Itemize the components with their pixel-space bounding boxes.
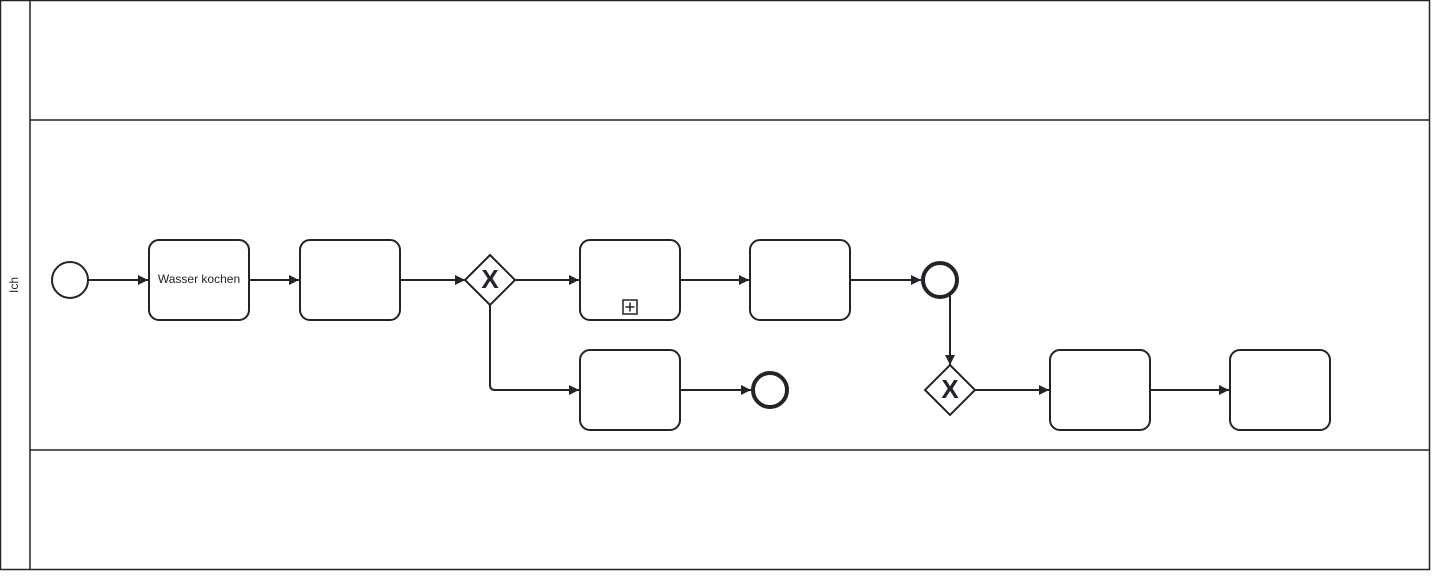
flow-gateway-1-to-task-5[interactable] [489, 305, 579, 395]
gateway-1-diamond [463, 253, 517, 307]
task-5[interactable] [579, 349, 681, 431]
gateway-2-x-marker: X [941, 374, 959, 404]
exclusive-gateway-1[interactable]: X [463, 253, 517, 307]
task-6-box [1049, 349, 1151, 431]
gateway-1-x-marker: X [481, 264, 499, 294]
start-event-circle [51, 261, 89, 299]
task-7[interactable] [1229, 349, 1331, 431]
task-7-box [1229, 349, 1331, 431]
end-event-1[interactable] [921, 261, 959, 299]
expand-subprocess-icon[interactable] [622, 299, 638, 315]
pool-label: Ich [7, 277, 21, 293]
task-6[interactable] [1049, 349, 1151, 431]
collapsed-subprocess[interactable] [579, 239, 681, 321]
task-wasser-kochen-box [148, 239, 250, 321]
start-event[interactable] [51, 261, 89, 299]
task-4-box [749, 239, 851, 321]
exclusive-gateway-2[interactable]: X [923, 363, 977, 417]
task-wasser-kochen[interactable]: Wasser kochen [148, 239, 250, 321]
task-wasser-kochen-label: Wasser kochen [158, 272, 240, 286]
task-2[interactable] [299, 239, 401, 321]
end-event-1-circle [921, 261, 959, 299]
task-4[interactable] [749, 239, 851, 321]
end-event-2-circle [751, 371, 789, 409]
subprocess-box [579, 239, 681, 321]
task-2-box [299, 239, 401, 321]
end-event-2[interactable] [751, 371, 789, 409]
task-5-box [579, 349, 681, 431]
gateway-2-diamond [923, 363, 977, 417]
